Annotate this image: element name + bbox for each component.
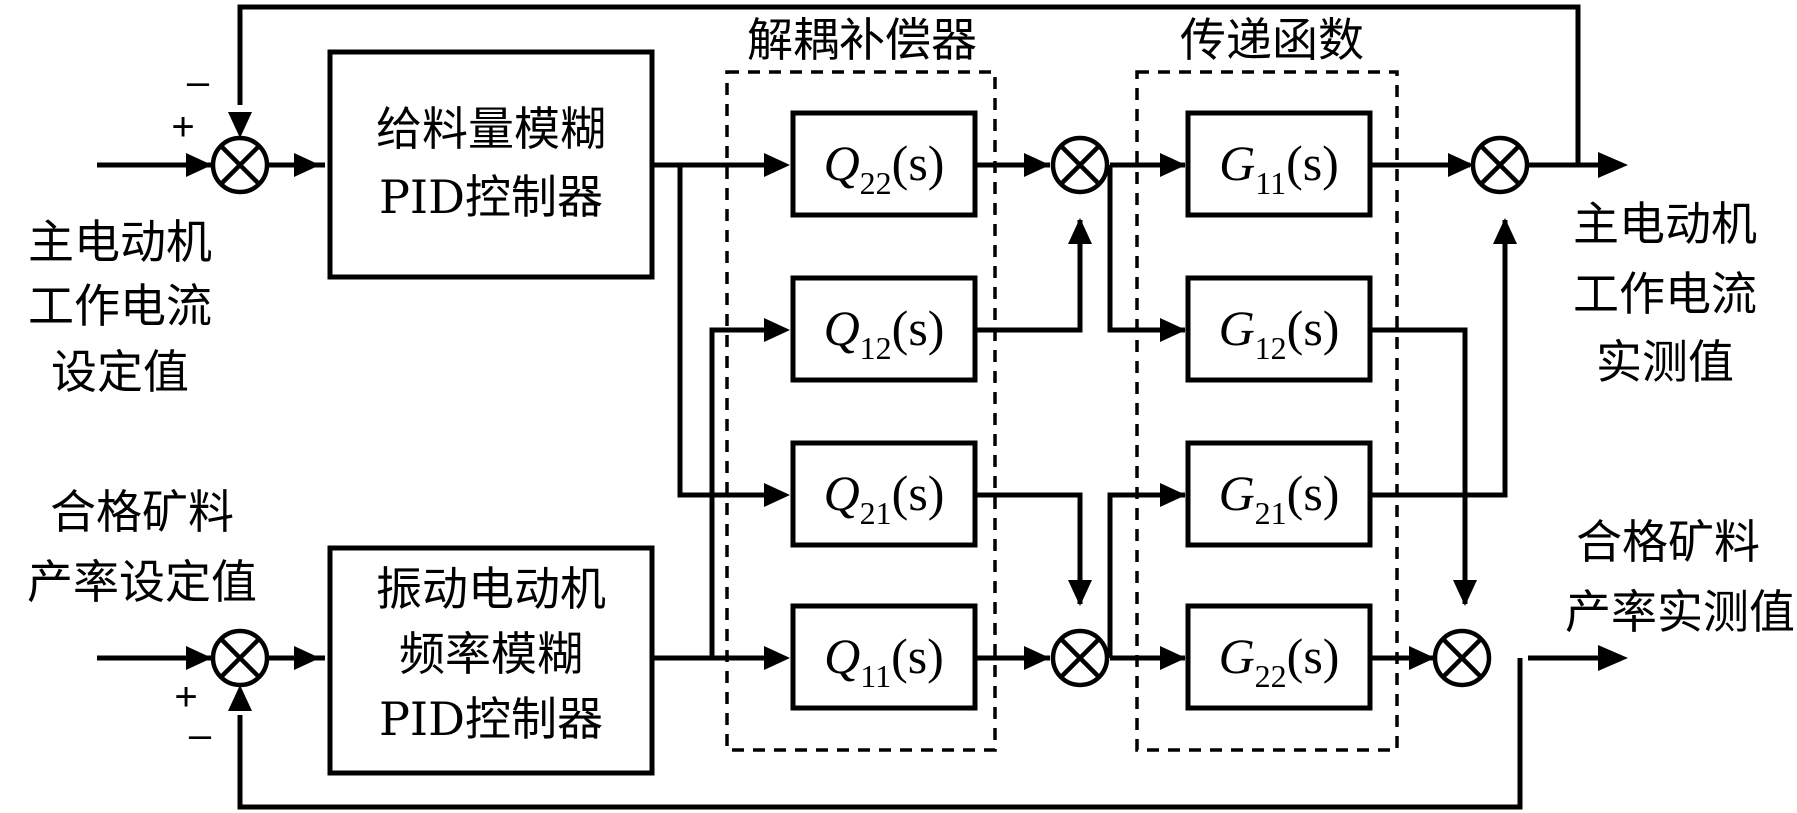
transfer-group-frame xyxy=(1135,70,1399,752)
output-label-current-measured: 主电动机 工作电流 实测值 xyxy=(1573,197,1757,389)
decoupler-block-q12: Q12(s) xyxy=(790,275,978,383)
transfer-block-g11: G11(s) xyxy=(1185,110,1373,218)
transfer-block-g21: G21(s) xyxy=(1185,440,1373,548)
sign-plus-bottom: + xyxy=(174,675,197,719)
svg-text:设定值: 设定值 xyxy=(51,345,189,399)
input-label-current-setpoint: 主电动机 工作电流 设定值 xyxy=(28,215,212,399)
decoupler-block-q21: Q21(s) xyxy=(790,440,978,548)
vibration-controller-line1: 振动电动机 xyxy=(376,562,606,616)
svg-text:G11(s): G11(s) xyxy=(1219,135,1339,201)
svg-text:合格矿料: 合格矿料 xyxy=(50,485,234,539)
svg-text:主电动机: 主电动机 xyxy=(1573,197,1757,251)
sign-minus-top: – xyxy=(187,60,210,104)
arrowheads xyxy=(186,112,1628,711)
svg-text:Q12(s): Q12(s) xyxy=(824,300,945,366)
decoupler-block-q22: Q22(s) xyxy=(790,110,978,218)
svg-text:G22(s): G22(s) xyxy=(1219,628,1340,694)
vibration-controller-line3: PID控制器 xyxy=(379,692,603,746)
transfer-block-g12: G12(s) xyxy=(1185,275,1373,383)
svg-text:实测值: 实测值 xyxy=(1596,335,1734,389)
sum-junction-decoupler-top xyxy=(1050,135,1110,195)
sign-plus-top: + xyxy=(171,105,194,149)
transfer-group-title: 传递函数 xyxy=(1180,13,1364,67)
vibration-pid-controller-block: 振动电动机 频率模糊 PID控制器 xyxy=(327,545,655,776)
svg-text:Q11(s): Q11(s) xyxy=(824,628,944,694)
svg-text:Q21(s): Q21(s) xyxy=(824,465,945,531)
svg-text:合格矿料: 合格矿料 xyxy=(1576,515,1760,569)
sum-junction-output-bottom xyxy=(1432,628,1492,688)
sum-junction-vibration xyxy=(210,628,270,688)
feed-controller-line2: PID控制器 xyxy=(379,170,603,224)
svg-text:工作电流: 工作电流 xyxy=(1573,267,1757,321)
sum-junction-decoupler-bottom xyxy=(1050,628,1110,688)
svg-text:G12(s): G12(s) xyxy=(1219,300,1340,366)
decoupler-group-frame xyxy=(725,70,997,752)
decoupler-group-title: 解耦补偿器 xyxy=(747,13,977,67)
sign-minus-bottom: – xyxy=(189,713,212,757)
svg-text:产率实测值: 产率实测值 xyxy=(1565,585,1795,639)
feed-controller-line1: 给料量模糊 xyxy=(376,102,606,156)
output-label-yield-measured: 合格矿料 产率实测值 xyxy=(1565,515,1795,639)
svg-text:G21(s): G21(s) xyxy=(1219,465,1340,531)
decoupler-block-q11: Q11(s) xyxy=(790,603,978,711)
vibration-controller-line2: 频率模糊 xyxy=(399,627,583,681)
svg-text:Q22(s): Q22(s) xyxy=(824,135,945,201)
svg-text:产率设定值: 产率设定值 xyxy=(27,555,257,609)
svg-text:主电动机: 主电动机 xyxy=(28,215,212,269)
sum-junction-output-top xyxy=(1470,135,1530,195)
input-label-yield-setpoint: 合格矿料 产率设定值 xyxy=(27,485,257,609)
transfer-block-g22: G22(s) xyxy=(1185,603,1373,711)
feed-pid-controller-block: 给料量模糊 PID控制器 xyxy=(327,49,655,280)
sum-junction-feed xyxy=(210,135,270,195)
svg-text:工作电流: 工作电流 xyxy=(28,279,212,333)
